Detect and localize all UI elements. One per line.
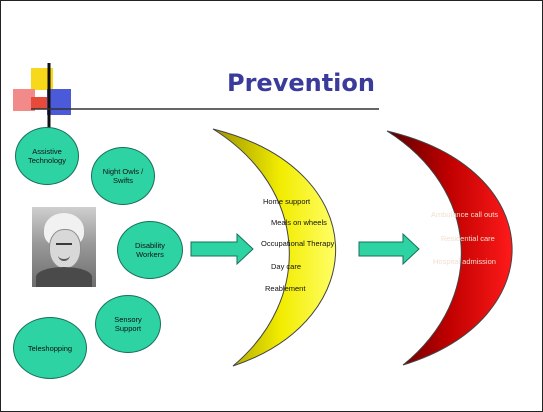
decorative-squares-logo — [13, 63, 379, 129]
right-arrow-2 — [358, 232, 420, 266]
right-list-item: Residential care — [441, 234, 495, 243]
circle-teleshopping: Teleshopping — [13, 317, 87, 379]
right-list-item: Hospital admission — [433, 257, 496, 266]
circle-label: Night Owls / Swifts — [102, 167, 144, 185]
middle-list-item: Meals on wheels — [271, 218, 327, 227]
photo-shoulders — [36, 267, 92, 287]
circle-label: Sensory Support — [114, 315, 142, 333]
right-list-item: Ambulance call outs — [431, 210, 499, 219]
middle-list-item: Reablement — [265, 284, 306, 293]
yellow-crescent-shape — [212, 128, 336, 367]
circle-label: Disability Workers — [134, 241, 165, 259]
circle-disability-workers: Disability Workers — [117, 221, 183, 279]
elderly-person-photo — [32, 207, 96, 287]
photo-face — [49, 229, 81, 269]
red-square — [31, 97, 47, 109]
circle-assistive-technology: Assistive Technology — [15, 127, 79, 185]
circle-label: Assistive Technology — [28, 147, 66, 165]
right-arrow-1 — [190, 232, 254, 266]
slide-title: Prevention — [227, 69, 375, 97]
circle-label: Teleshopping — [27, 343, 73, 353]
middle-list-item: Occupational Therapy — [261, 239, 335, 248]
circle-night-owls-swifts: Night Owls / Swifts — [91, 147, 155, 205]
photo-eyes — [56, 243, 72, 248]
middle-list-item: Day care — [271, 262, 302, 271]
middle-list-item: Home support — [263, 197, 311, 206]
circle-sensory-support: Sensory Support — [95, 295, 161, 353]
pink-square — [13, 89, 35, 111]
blue-square — [47, 89, 71, 115]
red-crescent-shape — [386, 130, 513, 366]
photo-mouth — [58, 255, 70, 261]
